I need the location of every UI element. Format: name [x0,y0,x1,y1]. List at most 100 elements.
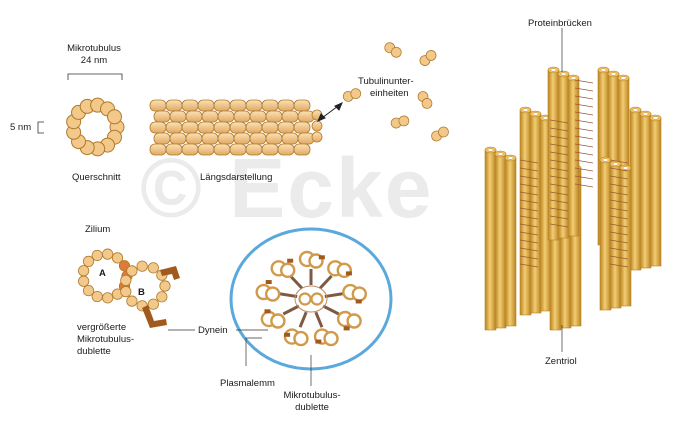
label-einheiten: einheiten [370,88,409,99]
label-dublette-2: dublette [270,402,354,413]
tubulin-dimer [166,122,182,133]
central-microtubule [300,294,311,305]
label-mikrotubulus-dublette: Mikrotubulus- [77,334,134,345]
dynein-arm [266,280,272,284]
tubulin-dimer [214,122,230,133]
cylinder-lumen [601,69,606,72]
doublet-b [266,288,279,301]
cylinder-lumen [498,153,503,156]
tubulin-dimer [170,133,186,144]
label-24nm: 24 nm [58,55,130,66]
tubulin-subunit [383,41,403,60]
doublet-b [294,332,307,345]
dynein-arm [264,309,270,313]
microtubule-cylinder [485,150,496,330]
tubulin-dimer [230,122,246,133]
cylinder-lumen [543,117,548,120]
dynein-arm [344,326,350,330]
subfiber-b-protofilament [148,263,158,273]
tubulin-dimer [218,133,234,144]
subfiber-b-protofilament [121,286,131,296]
cylinder-lumen [621,77,626,80]
tubulin-subunit [430,125,451,143]
label-mikrotubulus-dublette-2: Mikrotubulus- [270,390,354,401]
label-zentriol: Zentriol [545,356,577,367]
tubulin-dimer [294,122,310,133]
tubulin-dimer [150,122,166,133]
subfiber-b-protofilament [127,266,137,276]
centriole [485,67,661,330]
cylinder-lumen [633,109,638,112]
label-dublette: dublette [77,346,111,357]
subfiber-b-protofilament [160,281,170,291]
tubulin-dimer [262,122,278,133]
double-arrow [318,103,342,121]
cylinder-lumen [611,73,616,76]
tubulin-dimer [278,122,294,133]
central-microtubule [312,294,323,305]
tubulin-subunit [342,87,362,103]
tubulin-dimer [294,144,310,155]
tubulin-dimer [186,111,202,122]
enlarged-doublet [78,249,180,328]
diameter-bracket [68,74,122,80]
cylinder-lumen [643,113,648,116]
tubulin-dimer [234,133,250,144]
microtubule-cylinder [548,70,559,240]
tubulin-subunit [416,90,434,111]
cilium-cross-section [231,229,391,369]
cylinder-lumen [561,73,566,76]
subfiber-b-protofilament [121,275,131,285]
tubulin-dimer [202,111,218,122]
cylinder-lumen [613,163,618,166]
cylinder-lumen [571,77,576,80]
cylinder-lumen [603,159,608,162]
doublet-b [353,288,366,301]
subfiber-a-protofilament [102,293,112,303]
cylinder-lumen [653,117,658,120]
microtubule-cylinder [495,154,506,328]
microtubule-cylinder [600,160,611,310]
tubulin-dimer [214,100,230,111]
cylinder-lumen [523,109,528,112]
microtubule-cylinder [640,114,651,268]
tubulin-dimer [218,111,234,122]
cross-section-ring [67,98,124,156]
cylinder-lumen [508,157,513,160]
tubulin-dimer [266,133,282,144]
tubulin-dimer [246,100,262,111]
tubulin-dimer [250,133,266,144]
protofilament [107,110,121,124]
tubulin-dimer [170,111,186,122]
doublet-b [325,332,338,345]
microtubule-cylinder [568,78,579,236]
dynein-arm [315,340,321,344]
cylinder-lumen [533,113,538,116]
subfiber-a-protofilament [92,250,102,260]
tubulin-dimer [294,100,310,111]
tubulin-dimer [282,133,298,144]
subfiber-b-protofilament [137,261,147,271]
tubulin-dimer [154,133,170,144]
doublet-b [348,315,361,328]
microtubule-cylinder [530,114,541,313]
tubulin-subunit [418,48,438,67]
tubulin-dimer [182,100,198,111]
subfiber-a-protofilament [78,276,88,286]
label-vergroesserte: vergrößerte [77,322,126,333]
subfiber-a-protofilament [102,249,112,259]
five-nm-bracket [38,122,44,133]
tubulin-dimer [154,111,170,122]
tubulin-dimer [198,100,214,111]
tubulin-dimer [312,121,322,131]
microtubule-cylinder [650,118,661,266]
tubulin-dimer [262,144,278,155]
label-proteinbruecken: Proteinbrücken [528,18,592,29]
tubulin-dimer [246,122,262,133]
tubulin-dimer [198,144,214,155]
cylinder-lumen [551,69,556,72]
longitudinal-tube [150,100,322,155]
label-plasmalemm: Plasmalemm [220,378,275,389]
tubulin-dimer [312,132,322,142]
